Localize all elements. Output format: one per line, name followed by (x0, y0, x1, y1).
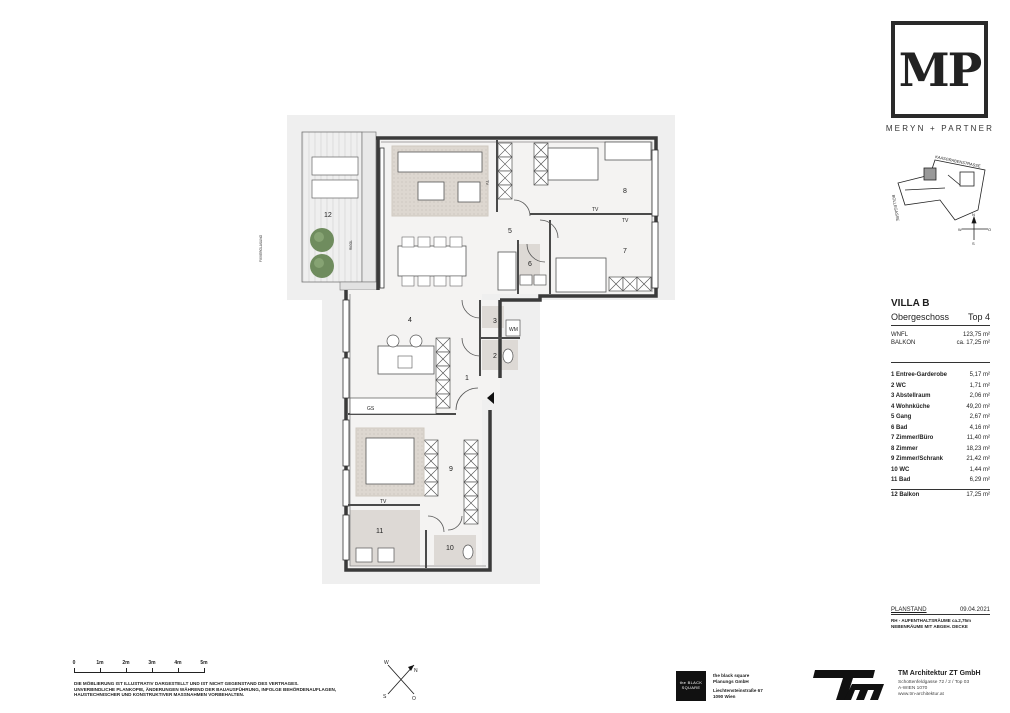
disclaimer-text: DIE MÖBLIERUNG IST ILLUSTRATIV DARGESTEL… (74, 681, 337, 698)
planstand-row: PLANSTAND 09.04.2021 (891, 607, 990, 615)
svg-text:S: S (383, 694, 387, 700)
tm-logo-icon (813, 670, 884, 700)
balcony-12 (301, 131, 379, 291)
svg-text:N: N (414, 668, 418, 674)
project-title: VILLA B (891, 298, 930, 309)
unit-subtitle: Obergeschoss Top 4 (891, 312, 990, 326)
svg-text:12: 12 (324, 212, 332, 219)
tm-name: TM Architektur ZT GmbH (898, 670, 981, 677)
unit-label: Top 4 (967, 312, 990, 322)
planstand-note: RH - AUFENTHALTSRÄUME ca.2,75m NEBENRÄUM… (891, 618, 972, 629)
svg-text:O: O (988, 227, 991, 232)
tm-website-link[interactable]: www.tm-architektur.at (898, 692, 944, 698)
door-swings (427, 199, 559, 533)
brand-logo: MP (891, 21, 988, 118)
svg-text:5: 5 (508, 228, 512, 235)
entrance-arrow-icon (487, 392, 494, 404)
bedroom-furniture (355, 141, 652, 497)
svg-text:BOLLEGASSE: BOLLEGASSE (891, 194, 901, 221)
svg-text:N: N (972, 212, 975, 217)
svg-text:2: 2 (493, 353, 497, 360)
svg-text:7: 7 (623, 248, 627, 255)
svg-text:TV: TV (592, 207, 599, 213)
balcony-row: 12 Balkon 17,25 m² (891, 488, 990, 498)
svg-text:3: 3 (493, 318, 497, 325)
scale-bar: 0 1m 2m 3m 4m 5m (72, 660, 208, 673)
windows (342, 147, 659, 561)
brand-name: MERYN + PARTNER (885, 124, 995, 133)
black-square-logo: the BLACK SQUARE (676, 671, 706, 701)
svg-text:4: 4 (408, 317, 412, 324)
svg-text:10: 10 (446, 545, 454, 552)
svg-text:W: W (958, 227, 962, 232)
area-row: WNFL 123,75 m² (891, 332, 990, 338)
room-numbers: 1 2 3 4 5 6 7 8 9 10 11 12 (324, 188, 627, 552)
svg-text:TV: TV (380, 499, 387, 505)
svg-text:9: 9 (449, 466, 453, 473)
scale-labels: 0 1m 2m 3m 4m 5m (72, 660, 208, 666)
svg-text:GS: GS (367, 406, 375, 412)
living-furniture (349, 145, 489, 415)
scale-line (74, 668, 205, 673)
svg-text:W: W (384, 660, 389, 666)
svg-text:RIGOL: RIGOL (349, 240, 353, 250)
black-square-info: the black square Planungs GmbH Liechtens… (713, 673, 763, 699)
svg-text:O: O (412, 696, 416, 702)
north-arrow-icon: W N S O (383, 660, 418, 702)
tm-architektur-info: TM Architektur ZT GmbH Schottenfeldgasse… (898, 670, 981, 699)
svg-text:11: 11 (376, 528, 383, 535)
svg-text:8: 8 (623, 188, 627, 195)
area-row: BALKON ca. 17,25 m² (891, 340, 990, 346)
svg-text:S: S (972, 241, 975, 246)
unit-info-panel: VILLA B Obergeschoss Top 4 WNFL 123,75 m… (891, 298, 990, 498)
svg-text:1: 1 (465, 375, 469, 382)
planstand-block: PLANSTAND 09.04.2021 RH - AUFENTHALTSRÄU… (891, 607, 990, 630)
svg-text:FIXVERGLASUNG: FIXVERGLASUNG (259, 234, 263, 262)
svg-text:TV: TV (622, 218, 629, 224)
planstand-label: PLANSTAND (891, 607, 927, 613)
svg-text:TV: TV (485, 180, 490, 185)
sanitary-fixtures (355, 274, 547, 563)
area-summary: WNFL 123,75 m² BALKON ca. 17,25 m² (891, 331, 990, 363)
logo-mark: MP (898, 42, 983, 97)
svg-text:WM: WM (509, 327, 518, 333)
tm-address: Schottenfeldgasse 72 / 2 / Top 03 A-WIEN… (898, 680, 981, 699)
site-plan (897, 159, 988, 240)
svg-text:6: 6 (528, 261, 532, 268)
floor-label: Obergeschoss (891, 312, 950, 322)
furniture-labels: TV TV TV WM GS TV FIXVERGLASUNG RIGOL (259, 180, 629, 505)
planstand-date: 09.04.2021 (959, 607, 990, 613)
